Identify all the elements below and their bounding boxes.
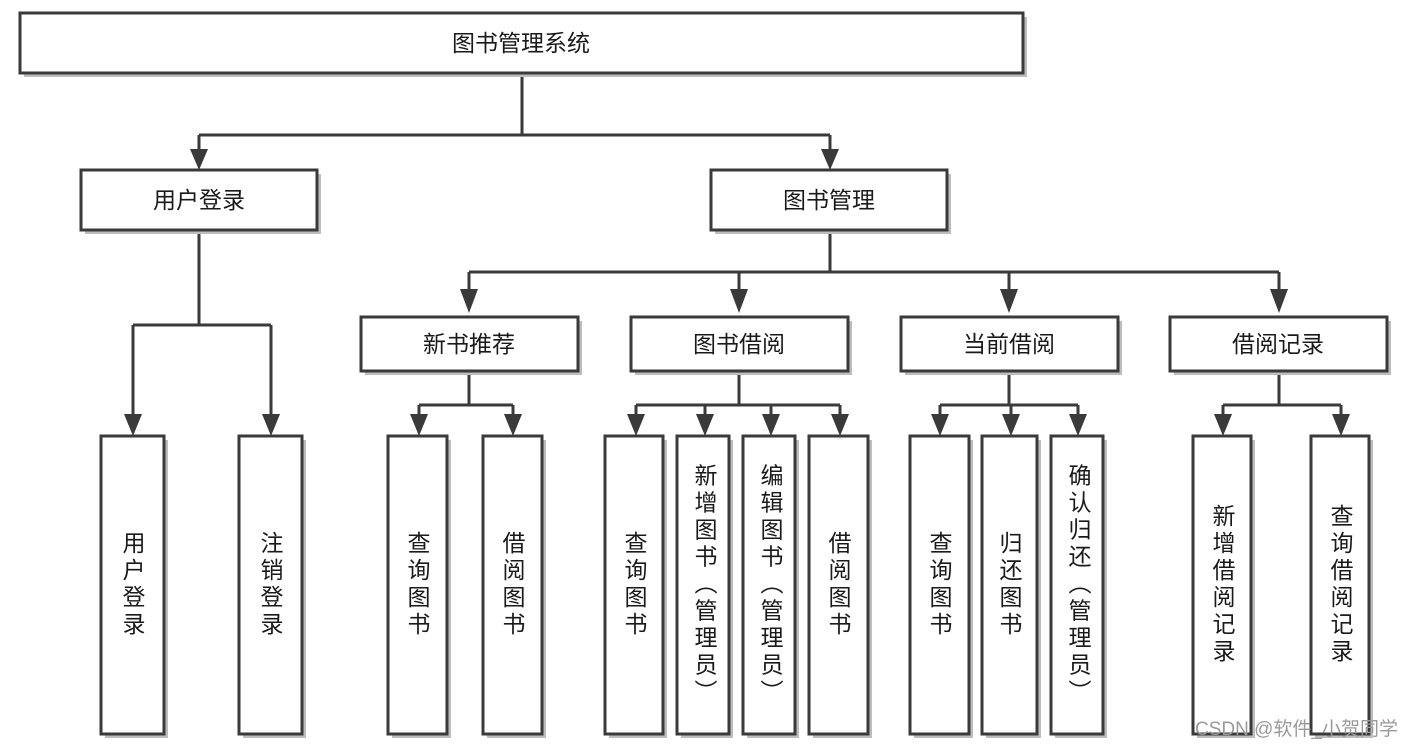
arrow-head-leaf1 xyxy=(124,414,142,436)
arrow-head-newbook xyxy=(460,289,478,313)
node-leaf10[interactable]: 归还图书 xyxy=(980,434,1041,738)
node-leaf5[interactable]: 查询图书 xyxy=(603,434,667,738)
arrow-head-leaf5 xyxy=(627,414,645,436)
node-leaf4-box[interactable] xyxy=(481,434,544,736)
node-leaf6[interactable]: 新增图书（管理员） xyxy=(675,434,733,738)
node-leaf13[interactable]: 查询借阅记录 xyxy=(1309,434,1373,738)
node-leaf11-label: 确认归还（管理员） xyxy=(1065,464,1092,707)
arrow-head-leaf13 xyxy=(1332,414,1350,436)
node-leaf7-box[interactable] xyxy=(741,434,797,736)
node-leaf8[interactable]: 借阅图书 xyxy=(807,434,872,738)
node-leaf8-label: 借阅图书 xyxy=(825,531,852,639)
node-leaf9[interactable]: 查询图书 xyxy=(908,434,973,738)
arrow-head-leaf4 xyxy=(504,414,522,436)
node-newbook-label: 新书推荐 xyxy=(423,331,515,357)
node-bookmgmt-label: 图书管理 xyxy=(783,187,875,213)
connector-layer xyxy=(124,75,1350,436)
node-leaf5-box[interactable] xyxy=(603,434,665,736)
node-leaf3-label: 查询图书 xyxy=(404,531,431,639)
node-leaf3[interactable]: 查询图书 xyxy=(386,434,451,738)
node-leaf2[interactable]: 注销登录 xyxy=(237,434,306,738)
arrow-head-leaf11 xyxy=(1069,414,1087,436)
arrow-head-current xyxy=(1000,289,1018,313)
node-leaf13-box[interactable] xyxy=(1309,434,1371,736)
node-leaf7[interactable]: 编辑图书（管理员） xyxy=(741,434,799,738)
arrow-head-leaf3 xyxy=(410,414,428,436)
node-leaf4[interactable]: 借阅图书 xyxy=(481,434,546,738)
arrow-head-borrow xyxy=(730,289,748,313)
node-newbook[interactable]: 新书推荐 xyxy=(359,315,582,375)
node-login-label: 用户登录 xyxy=(153,187,245,213)
node-leaf9-box[interactable] xyxy=(908,434,971,736)
node-record-box[interactable] xyxy=(1168,315,1389,373)
node-leaf12-label: 新增借阅记录 xyxy=(1209,504,1236,666)
node-login[interactable]: 用户登录 xyxy=(79,168,321,234)
node-root[interactable]: 图书管理系统 xyxy=(18,11,1027,77)
node-leaf12[interactable]: 新增借阅记录 xyxy=(1191,434,1255,738)
node-leaf4-label: 借阅图书 xyxy=(499,531,526,639)
node-leaf13-label: 查询借阅记录 xyxy=(1327,504,1354,666)
node-bookmgmt[interactable]: 图书管理 xyxy=(709,168,951,234)
node-leaf2-box[interactable] xyxy=(237,434,304,736)
node-record[interactable]: 借阅记录 xyxy=(1168,315,1391,375)
node-borrow-box[interactable] xyxy=(629,315,850,373)
node-leaf6-label: 新增图书（管理员） xyxy=(691,464,718,707)
node-leaf6-box[interactable] xyxy=(675,434,731,736)
node-leaf1-label: 用户登录 xyxy=(119,531,146,639)
csdn-watermark: CSDN @软件_小贺同学 xyxy=(1195,718,1398,740)
node-leaf5-label: 查询图书 xyxy=(621,531,648,639)
node-leaf2-label: 注销登录 xyxy=(257,531,284,639)
node-newbook-box[interactable] xyxy=(359,315,580,373)
arrow-head-leaf12 xyxy=(1214,414,1232,436)
node-leaf11[interactable]: 确认归还（管理员） xyxy=(1049,434,1107,738)
arrow-head-login xyxy=(190,149,208,170)
node-login-box[interactable] xyxy=(79,168,319,232)
arrow-head-leaf6 xyxy=(696,414,714,436)
arrow-head-record xyxy=(1270,289,1288,313)
node-bookmgmt-box[interactable] xyxy=(709,168,949,232)
node-leaf11-box[interactable] xyxy=(1049,434,1105,736)
node-leaf1[interactable]: 用户登录 xyxy=(99,434,168,738)
arrow-head-leaf9 xyxy=(931,414,949,436)
arrow-head-leaf2 xyxy=(262,414,280,436)
node-leaf3-box[interactable] xyxy=(386,434,449,736)
node-current-label: 当前借阅 xyxy=(963,331,1055,357)
node-leaf9-label: 查询图书 xyxy=(926,531,953,639)
node-leaf8-box[interactable] xyxy=(807,434,870,736)
arrow-head-leaf7 xyxy=(762,414,780,436)
node-borrow[interactable]: 图书借阅 xyxy=(629,315,852,375)
node-borrow-label: 图书借阅 xyxy=(693,331,785,357)
node-leaf1-box[interactable] xyxy=(99,434,166,736)
node-current-box[interactable] xyxy=(899,315,1120,373)
node-record-label: 借阅记录 xyxy=(1232,331,1324,357)
arrow-head-bookmgmt xyxy=(821,149,839,170)
node-leaf10-label: 归还图书 xyxy=(996,531,1023,639)
arrow-head-leaf10 xyxy=(1002,414,1020,436)
node-leaf10-box[interactable] xyxy=(980,434,1039,736)
arrow-head-leaf8 xyxy=(831,414,849,436)
node-current[interactable]: 当前借阅 xyxy=(899,315,1122,375)
node-leaf7-label: 编辑图书（管理员） xyxy=(757,464,784,707)
node-leaf12-box[interactable] xyxy=(1191,434,1253,736)
node-root-label: 图书管理系统 xyxy=(452,30,590,56)
node-root-box[interactable] xyxy=(18,11,1025,75)
